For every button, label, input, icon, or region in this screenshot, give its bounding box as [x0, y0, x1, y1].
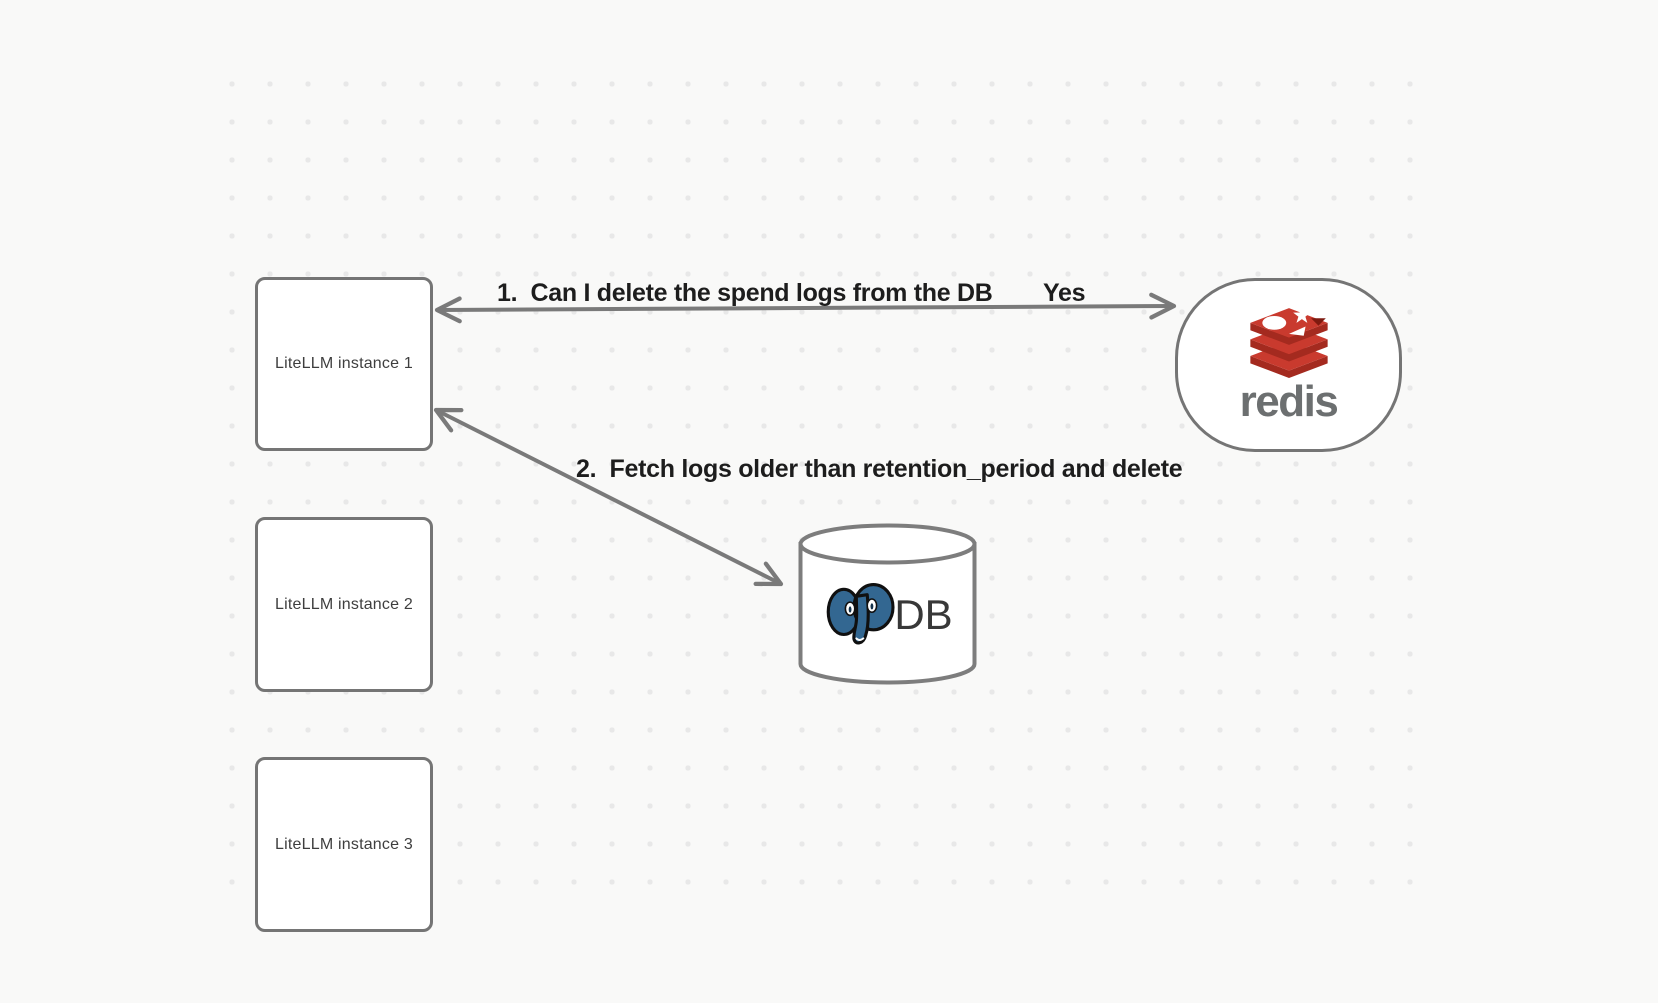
edge-label-step-1[interactable]: 1. Can I delete the spend logs from the …	[497, 279, 993, 307]
node-redis[interactable]: redis	[1175, 278, 1402, 452]
edge-label-step-2[interactable]: 2. Fetch logs older than retention_perio…	[576, 455, 1183, 483]
node-label: LiteLLM instance 1	[275, 355, 413, 372]
redis-wordmark: redis	[1239, 377, 1339, 426]
redis-logo-icon	[1249, 306, 1328, 379]
edge-label-yes[interactable]: Yes	[1043, 279, 1086, 307]
node-database-cylinder[interactable]: DB	[798, 523, 977, 685]
node-label: LiteLLM instance 3	[275, 835, 413, 853]
db-label: DB	[894, 591, 953, 638]
node-label: LiteLLM instance 2	[275, 595, 413, 613]
arrow-litellm-db[interactable]	[433, 407, 784, 587]
node-litellm-instance-2[interactable]: LiteLLM instance 2	[255, 517, 433, 692]
arrow-litellm-redis[interactable]	[434, 292, 1177, 324]
node-litellm-instance-3[interactable]: LiteLLM instance 3	[255, 757, 433, 932]
node-litellm-instance-1[interactable]: LiteLLM instance 1	[255, 277, 433, 451]
postgresql-elephant-icon	[826, 583, 895, 645]
